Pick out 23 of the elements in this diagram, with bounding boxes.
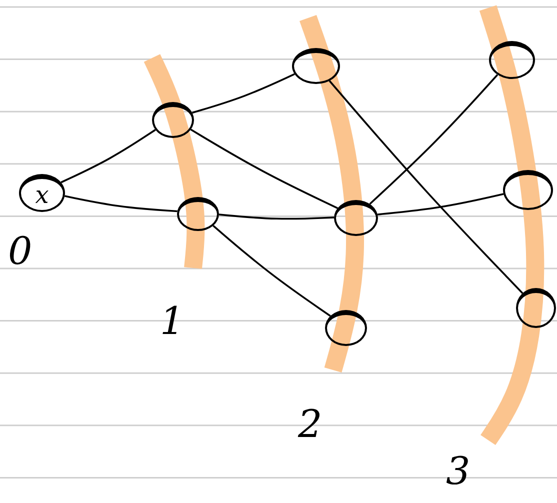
connector-line bbox=[377, 193, 504, 216]
input-node-circle bbox=[19, 174, 65, 212]
neuron-circle bbox=[516, 288, 556, 328]
neuron-circle bbox=[503, 170, 553, 210]
connector-line bbox=[369, 74, 498, 205]
neuron-circle bbox=[325, 310, 367, 346]
connector-line bbox=[328, 80, 524, 294]
layer-number: 1 bbox=[160, 302, 184, 340]
neuron-circle bbox=[177, 197, 219, 231]
node-label: x bbox=[35, 182, 49, 206]
layer-number: 2 bbox=[298, 405, 322, 443]
neuron-circle bbox=[292, 48, 340, 84]
neuron-circle bbox=[152, 102, 194, 138]
connector-line bbox=[60, 129, 156, 184]
connector-line bbox=[64, 195, 178, 212]
connector-line bbox=[218, 214, 334, 220]
layer-number: 3 bbox=[446, 452, 470, 490]
layer-number: 0 bbox=[8, 232, 32, 270]
connector-line bbox=[192, 73, 295, 114]
connector-line bbox=[212, 225, 331, 317]
neuron-circle bbox=[489, 41, 535, 79]
neuron-circle bbox=[334, 200, 378, 236]
connector-line bbox=[190, 128, 338, 209]
